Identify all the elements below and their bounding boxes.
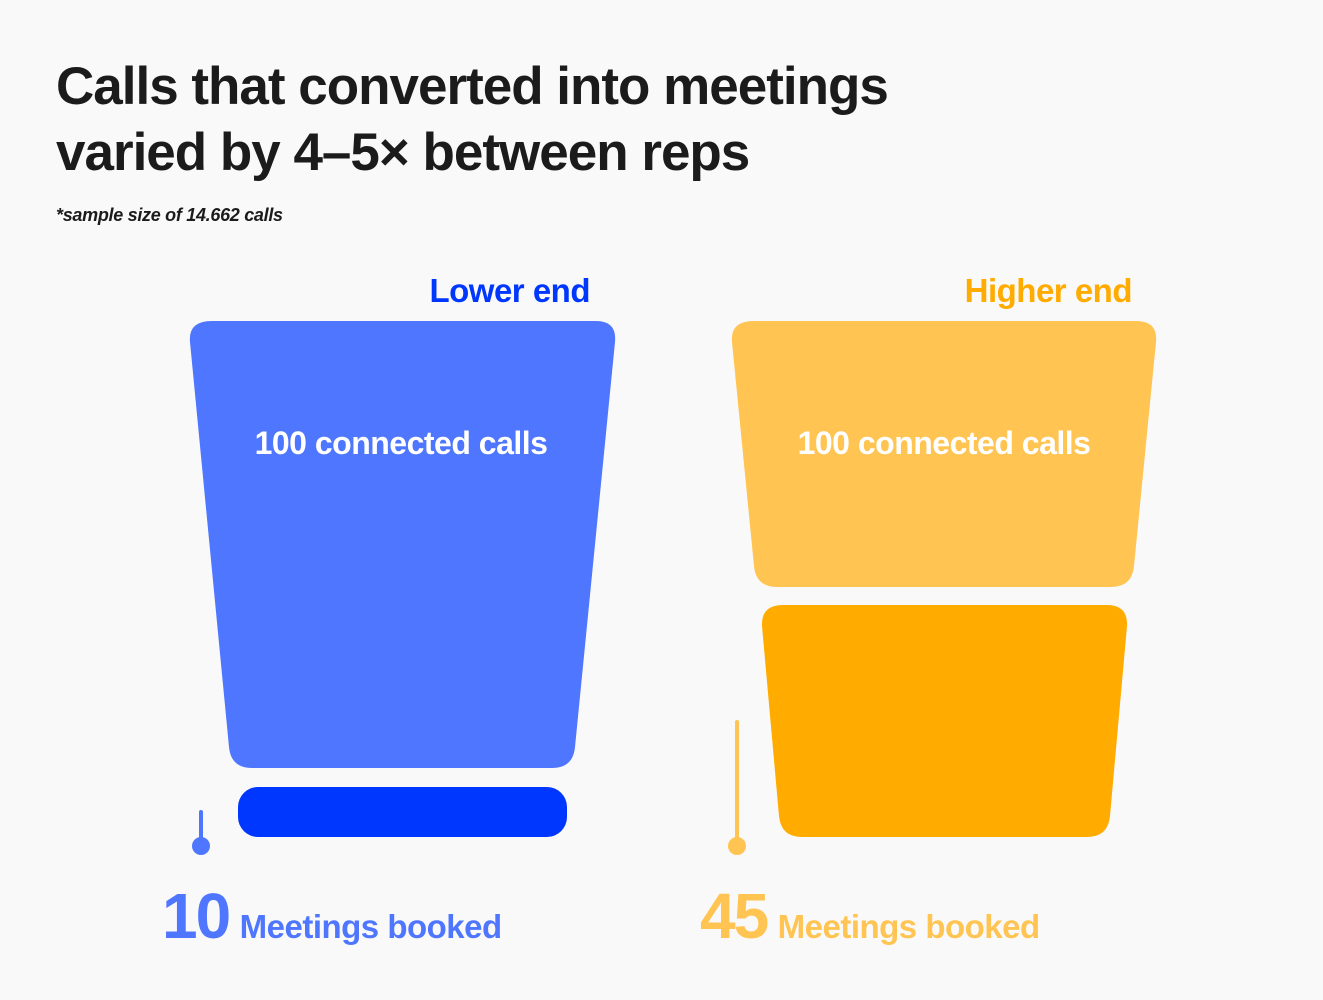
chart-title: Calls that converted into meetings varie… bbox=[56, 54, 1056, 186]
meetings-label-lower: Meetings booked bbox=[240, 908, 502, 945]
meetings-shape-higher bbox=[761, 605, 1128, 837]
meetings-value-higher: 45 bbox=[700, 880, 768, 952]
marker-dot-higher bbox=[728, 837, 746, 855]
meetings-label-higher: Meetings booked bbox=[778, 908, 1040, 945]
sample-size-note: *sample size of 14.662 calls bbox=[56, 205, 283, 225]
meetings-text-lower: 10 Meetings booked bbox=[162, 880, 502, 952]
funnel-higher-end: Higher end 100 connected calls 45 Meetin… bbox=[700, 272, 1157, 952]
funnel-label-higher: Higher end bbox=[965, 272, 1132, 309]
calls-label-higher: 100 connected calls bbox=[798, 425, 1091, 461]
title-line-1: Calls that converted into meetings bbox=[56, 57, 889, 116]
calls-shape-higher bbox=[731, 321, 1157, 587]
meetings-bar-lower bbox=[238, 787, 567, 837]
funnel-lower-end: Lower end 100 connected calls 10 Meeting… bbox=[162, 272, 616, 952]
funnel-label-lower: Lower end bbox=[429, 272, 590, 309]
meetings-text-higher: 45 Meetings booked bbox=[700, 880, 1040, 952]
meetings-value-lower: 10 bbox=[162, 880, 229, 952]
title-line-2: varied by 4–5× between reps bbox=[56, 123, 750, 182]
marker-dot-lower bbox=[192, 837, 210, 855]
calls-label-lower: 100 connected calls bbox=[255, 425, 548, 461]
calls-shape-lower bbox=[189, 321, 616, 768]
